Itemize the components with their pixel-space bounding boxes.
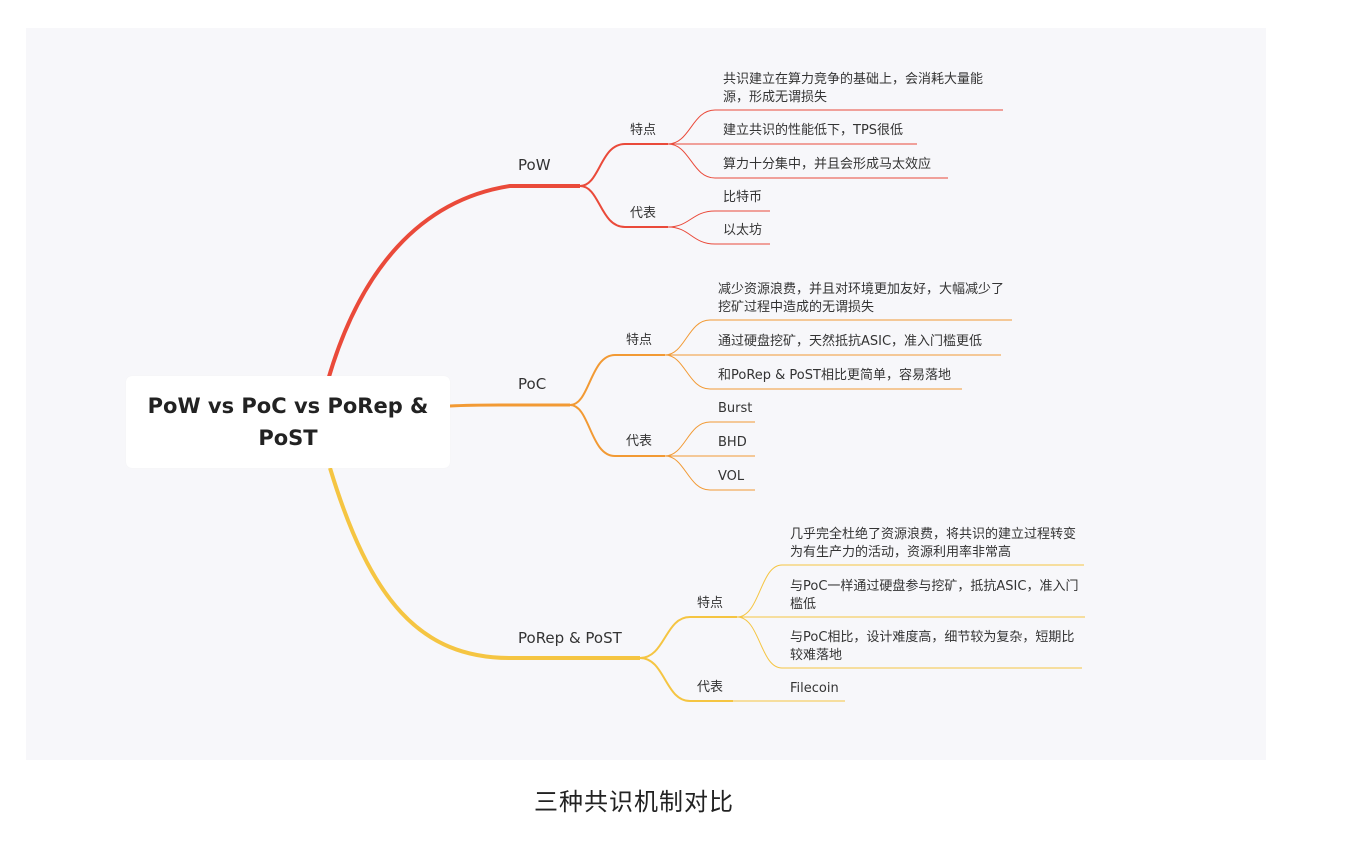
poc-features-node[interactable]: 特点 [626, 333, 653, 348]
poc-examples-node[interactable]: 代表 [626, 434, 653, 449]
pow-examples-node[interactable]: 代表 [630, 206, 657, 221]
porep-feature-2[interactable]: 与PoC一样通过硬盘参与挖矿，抵抗ASIC，准入门槛低 [790, 579, 1079, 612]
poc-example-3[interactable]: VOL [718, 469, 745, 484]
branch-pow[interactable]: PoW [518, 156, 551, 174]
porep-example-1[interactable]: Filecoin [790, 681, 839, 696]
pow-features-node[interactable]: 特点 [630, 123, 657, 138]
porep-examples-node[interactable]: 代表 [697, 680, 724, 695]
figure-caption: 三种共识机制对比 [534, 788, 734, 816]
root-title: PoW vs PoC vs PoRep & PoST [147, 394, 429, 450]
root-node[interactable]: PoW vs PoC vs PoRep & PoST [126, 376, 450, 468]
pow-example-2[interactable]: 以太坊 [723, 223, 763, 238]
poc-feature-3[interactable]: 和PoRep & PoST相比更简单，容易落地 [718, 368, 951, 383]
branch-porep-post[interactable]: PoRep & PoST [518, 629, 622, 647]
porep-features-node[interactable]: 特点 [697, 596, 724, 611]
poc-example-2[interactable]: BHD [718, 435, 747, 450]
poc-feature-1[interactable]: 减少资源浪费，并且对环境更加友好，大幅减少了挖矿过程中造成的无谓损失 [718, 282, 1005, 315]
pow-feature-2[interactable]: 建立共识的性能低下，TPS很低 [723, 123, 904, 138]
branch-poc[interactable]: PoC [518, 375, 547, 393]
poc-feature-2[interactable]: 通过硬盘挖矿，天然抵抗ASIC，准入门槛更低 [718, 334, 983, 349]
porep-feature-1[interactable]: 几乎完全杜绝了资源浪费，将共识的建立过程转变为有生产力的活动，资源利用率非常高 [790, 527, 1077, 560]
pow-feature-1[interactable]: 共识建立在算力竞争的基础上，会消耗大量能源，形成无谓损失 [723, 72, 984, 105]
pow-example-1[interactable]: 比特币 [723, 190, 763, 205]
pow-feature-3[interactable]: 算力十分集中，并且会形成马太效应 [723, 157, 932, 172]
porep-feature-3[interactable]: 与PoC相比，设计难度高，细节较为复杂，短期比较难落地 [790, 630, 1075, 663]
poc-example-1[interactable]: Burst [718, 401, 753, 416]
